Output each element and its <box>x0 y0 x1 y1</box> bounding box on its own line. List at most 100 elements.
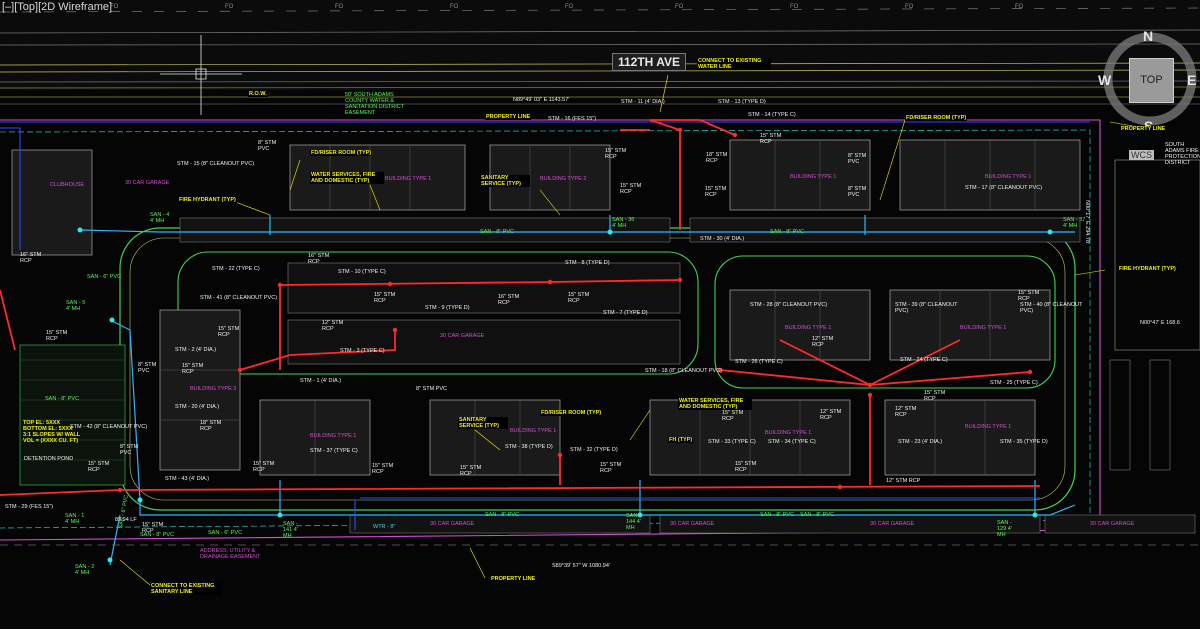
storm-label: STM - 34 (TYPE C) <box>768 439 816 445</box>
sanitary-label: SAN - 8" PVC <box>800 512 835 518</box>
street-name: 112TH AVE <box>612 53 686 71</box>
storm-label: STM - 37 (TYPE C) <box>310 448 358 454</box>
svg-text:FO: FO <box>675 4 684 10</box>
callout-fire-hydrant-1: FIRE HYDRANT (TYP) <box>178 197 237 203</box>
storm-label: STM - 23 (4' DIA.) <box>898 439 943 445</box>
storm-label: STM - 8 (TYPE D) <box>565 260 610 266</box>
wcs-menu[interactable]: WCS <box>1129 150 1154 160</box>
easement-north-label: 50' SOUTH ADAMS COUNTY WATER & SANITATIO… <box>345 92 404 116</box>
sanitary-label: SAN - 5 4' MH <box>66 300 86 312</box>
pipe-label: 15" STM RCP <box>460 465 482 477</box>
compass-north[interactable]: N <box>1143 28 1154 44</box>
storm-label: STM - 35 (TYPE D) <box>1000 439 1048 445</box>
callout-connect-water: CONNECT TO EXISTING WATER LINE <box>697 58 771 70</box>
callout-property-line-1: PROPERTY LINE <box>485 114 532 120</box>
storm-label: STM - 41 (8" CLEANOUT PVC) <box>200 295 278 301</box>
pipe-label: 12" STM RCP <box>322 320 344 332</box>
building-label-4: BUILDING TYPE 1 <box>985 174 1032 180</box>
building-label-2: BUILDING TYPE 2 <box>540 176 587 182</box>
callout-fh-typ: FH (TYP) <box>668 437 694 443</box>
sanitary-label: SAN - 144 4' MH <box>626 513 641 531</box>
property-boundary[interactable] <box>0 119 1101 541</box>
callout-fd-riser-3: FD/RISER ROOM (TYP) <box>540 410 603 416</box>
storm-label: STM - 29 (FES 15") <box>5 504 54 510</box>
storm-label: STM - 42 (8" CLEANOUT PVC) <box>70 424 148 430</box>
adjacent-property-label: SOUTH ADAMS FIRE PROTECTION DISTRICT <box>1165 142 1200 166</box>
pipe-label: 15" STM RCP <box>924 390 946 402</box>
center-island-east <box>714 255 1056 389</box>
pipe-label: 15" STM RCP <box>735 461 757 473</box>
storm-label: STM - 2 (4' DIA.) <box>175 347 217 353</box>
storm-label: STM - 10 (TYPE C) <box>338 269 386 275</box>
sanitary-label: SAN - 4 4' MH <box>150 212 170 224</box>
callout-water-services-2: WATER SERVICES, FIRE AND DOMESTIC (TYP) <box>678 398 752 410</box>
pipe-label: 15" STM RCP <box>142 522 164 534</box>
building-label-8: BUILDING TYPE 1 <box>310 433 357 439</box>
pipe-label: 15" STM RCP <box>760 133 782 145</box>
compass-west[interactable]: W <box>1098 72 1112 88</box>
pipe-label: 18" STM RCP <box>706 152 728 164</box>
sanitary-label: SAN - 8" PVC <box>760 512 795 518</box>
svg-text:FO: FO <box>790 4 799 10</box>
pipe-label: 8" STM PVC <box>848 153 867 165</box>
building-label-7: BUILDING TYPE 2 <box>190 386 237 392</box>
north-bearing: N89°49' 03" E 1143.57' <box>513 97 570 103</box>
building-5 <box>729 289 871 361</box>
storm-label: STM - 25 (TYPE C) <box>990 380 1038 386</box>
south-bearing: S89°39' 57" W 1080.94' <box>552 563 610 569</box>
storm-inlets[interactable] <box>117 127 1033 493</box>
compass-east[interactable]: E <box>1187 72 1197 88</box>
callout-sanitary-service-1: SANITARY SERVICE (TYP) <box>480 175 530 187</box>
sanitary-label: SAN - 6" PVC <box>208 530 243 536</box>
pipe-length-label: 89.94 LF <box>115 517 137 523</box>
svg-text:FO: FO <box>450 4 459 10</box>
viewport-controls-label[interactable]: [–][Top][2D Wireframe] <box>2 1 113 13</box>
building-unit-lines <box>160 140 1036 475</box>
manholes[interactable] <box>77 227 1053 563</box>
svg-text:FO: FO <box>1015 4 1024 10</box>
pipe-label: 15" STM RCP <box>372 463 394 475</box>
svg-text:FO: FO <box>335 4 344 10</box>
pipe-label: 15" STM RCP <box>722 410 744 422</box>
sanitary-label: SAN - 8" PVC <box>480 229 515 235</box>
callout-fd-riser-2: FD/RISER ROOM (TYP) <box>905 115 968 121</box>
viewcube-ring[interactable] <box>1103 32 1197 126</box>
callout-water-services-1: WATER SERVICES, FIRE AND DOMESTIC (TYP) <box>310 172 384 184</box>
easement-south-label: ADDRESS, UTILITY & DRAINAGE EASEMENT <box>200 548 261 560</box>
garage-south-3 <box>1044 514 1196 534</box>
water-lines[interactable] <box>0 121 1090 530</box>
storm-label: STM - 9 (TYPE D) <box>425 305 470 311</box>
garage-label-5: 30 CAR GARAGE <box>1090 521 1135 527</box>
pipe-label: 15" STM RCP <box>600 462 622 474</box>
pipe-label: 16" STM RCP <box>308 253 330 265</box>
building-label-3: BUILDING TYPE 1 <box>790 174 837 180</box>
storm-label: STM - 11 (4' DIA.) <box>621 99 665 105</box>
pipe-label: 16" STM RCP <box>498 294 520 306</box>
pond-note: TOP EL: 5XXX BOTTOM EL: 5XXX 3:1 SLOPES … <box>23 420 81 444</box>
storm-label: STM - 32 (TYPE D) <box>570 447 618 453</box>
detention-pond <box>19 344 126 486</box>
garage-north-2 <box>689 217 1081 243</box>
pipe-label: 8" STM PVC <box>416 386 447 392</box>
viewcube-top-face[interactable]: TOP <box>1129 58 1174 103</box>
sanitary-label: SAN - 8" PVC <box>140 532 175 538</box>
sanitary-label: SAN - 6" PVC <box>87 274 122 280</box>
sanitary-label: SAN - 8" PVC <box>485 512 520 518</box>
callout-property-line-3: PROPERTY LINE <box>490 576 537 582</box>
garage-label-2: 30 CAR GARAGE <box>430 521 475 527</box>
storm-label: STM - 20 (4' DIA.) <box>175 404 220 410</box>
storm-label: STM - 26 (TYPE C) <box>735 359 783 365</box>
sanitary-label: SAN - 141 4' MH <box>283 521 298 539</box>
pipe-label: 15" STM RCP <box>218 326 240 338</box>
sanitary-lines[interactable] <box>79 215 1076 566</box>
storm-label: STM - 13 (TYPE D) <box>718 99 766 105</box>
pipe-label: 12" STM RCP <box>895 406 917 418</box>
garage-label-4: 30 CAR GARAGE <box>870 521 915 527</box>
pond-hatch <box>20 359 125 461</box>
storm-label: STM - 28 (8" CLEANOUT PVC) <box>750 302 828 308</box>
pipe-label: 15" STM RCP <box>605 148 627 160</box>
building-9 <box>429 399 561 476</box>
